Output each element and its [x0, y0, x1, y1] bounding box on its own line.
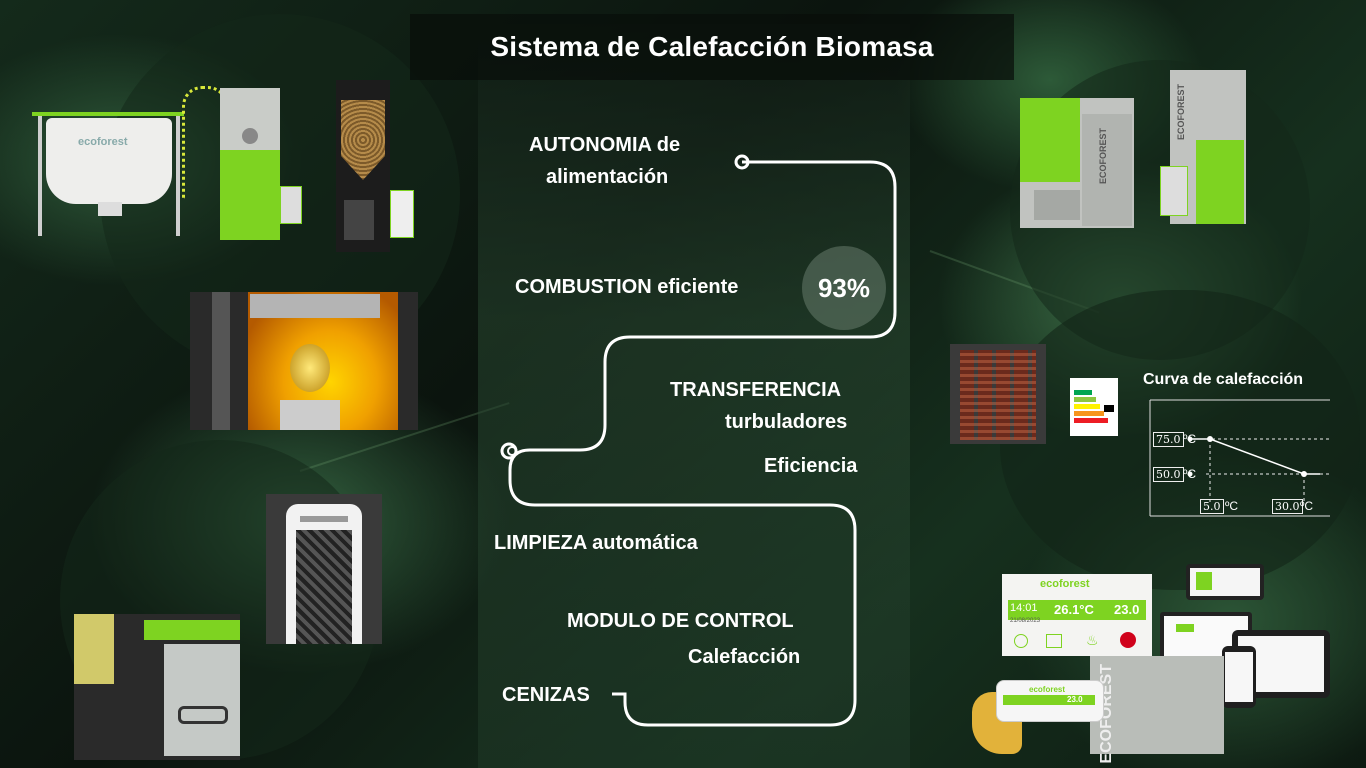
curve-unit-2: ºC: [1183, 467, 1197, 481]
title-bar: Sistema de Calefacción Biomasa: [410, 14, 1014, 80]
boiler-ash-box: [280, 186, 302, 224]
control-logo: ecoforest: [1040, 578, 1090, 590]
boiler-small-side: [1160, 166, 1188, 216]
curve-title: Curva de calefacción: [1143, 371, 1304, 388]
boiler-large-image: ECOFOREST: [1020, 98, 1134, 228]
silo-logo: ecoforest: [78, 136, 128, 148]
control-setpoint: 23.0: [1114, 602, 1140, 617]
turbulator-image: [266, 494, 382, 644]
control-panel-image: ecoforest 14:01 26.1°C 23.0 21/08/2023 ♨: [1002, 574, 1152, 656]
curve-x-high: 30.0: [1272, 499, 1303, 514]
label-transferencia: TRANSFERENCIA: [670, 379, 842, 401]
control-date: 21/08/2023: [1010, 618, 1041, 624]
control-temp: 26.1°C: [1054, 602, 1094, 617]
boiler-brand-label-2: ECOFOREST: [1176, 84, 1186, 141]
phone-image: [1222, 646, 1256, 708]
remote-logo: ecoforest: [1029, 685, 1066, 694]
pellet-silo-image: ecoforest: [28, 106, 190, 236]
label-turbuladores: turbuladores: [725, 411, 848, 433]
heating-curve-chart: [1149, 399, 1330, 517]
boiler-front-image: ECOFOREST: [1090, 656, 1224, 764]
energy-label: [1070, 378, 1118, 436]
curve-x-low: 5.0: [1200, 499, 1224, 514]
curve-unit-1: ºC: [1183, 432, 1197, 446]
label-limpieza: LIMPIEZA automática: [494, 532, 698, 554]
boiler-brand-label: ECOFOREST: [1098, 128, 1108, 185]
label-calefaccion: Calefacción: [688, 646, 801, 668]
label-alimentacion: alimentación: [546, 166, 669, 188]
bg-circle: [1000, 290, 1360, 590]
label-modulo: MODULO DE CONTROL: [567, 610, 794, 632]
boiler-cutaway-image: [336, 80, 390, 252]
boiler-image: [220, 88, 280, 240]
curve-unit-4: ºC: [1300, 499, 1314, 513]
label-cenizas: CENIZAS: [502, 684, 590, 706]
flame-icon[interactable]: ♨: [1086, 632, 1099, 648]
label-autonomia: AUTONOMIA de: [529, 134, 681, 156]
power-icon[interactable]: [1120, 632, 1136, 648]
curve-unit-3: ºC: [1225, 499, 1239, 513]
ash-drawer-image: [74, 614, 240, 760]
efficiency-badge: 93%: [802, 246, 886, 330]
tablet-small: [1186, 564, 1264, 600]
label-eficiencia: Eficiencia: [764, 455, 858, 477]
settings-icon[interactable]: [1014, 634, 1028, 648]
hand-remote-image: ecoforest 23.0: [972, 672, 1108, 754]
combustion-chamber-image: [190, 292, 418, 430]
page-title: Sistema de Calefacción Biomasa: [490, 31, 934, 62]
label-combustion: COMBUSTION eficiente: [515, 276, 739, 298]
control-time: 14:01: [1010, 602, 1038, 614]
efficiency-value: 93%: [817, 272, 871, 303]
calendar-icon[interactable]: [1046, 634, 1062, 648]
cutaway-box: [390, 190, 414, 238]
center-panel: [478, 24, 910, 768]
curve-y-low: 50.0: [1153, 467, 1184, 482]
curve-y-high: 75.0: [1153, 432, 1184, 447]
flow-start-node: [734, 154, 750, 170]
remote-setpoint: 23.0: [1067, 695, 1083, 704]
heat-exchanger-image: [950, 344, 1046, 444]
